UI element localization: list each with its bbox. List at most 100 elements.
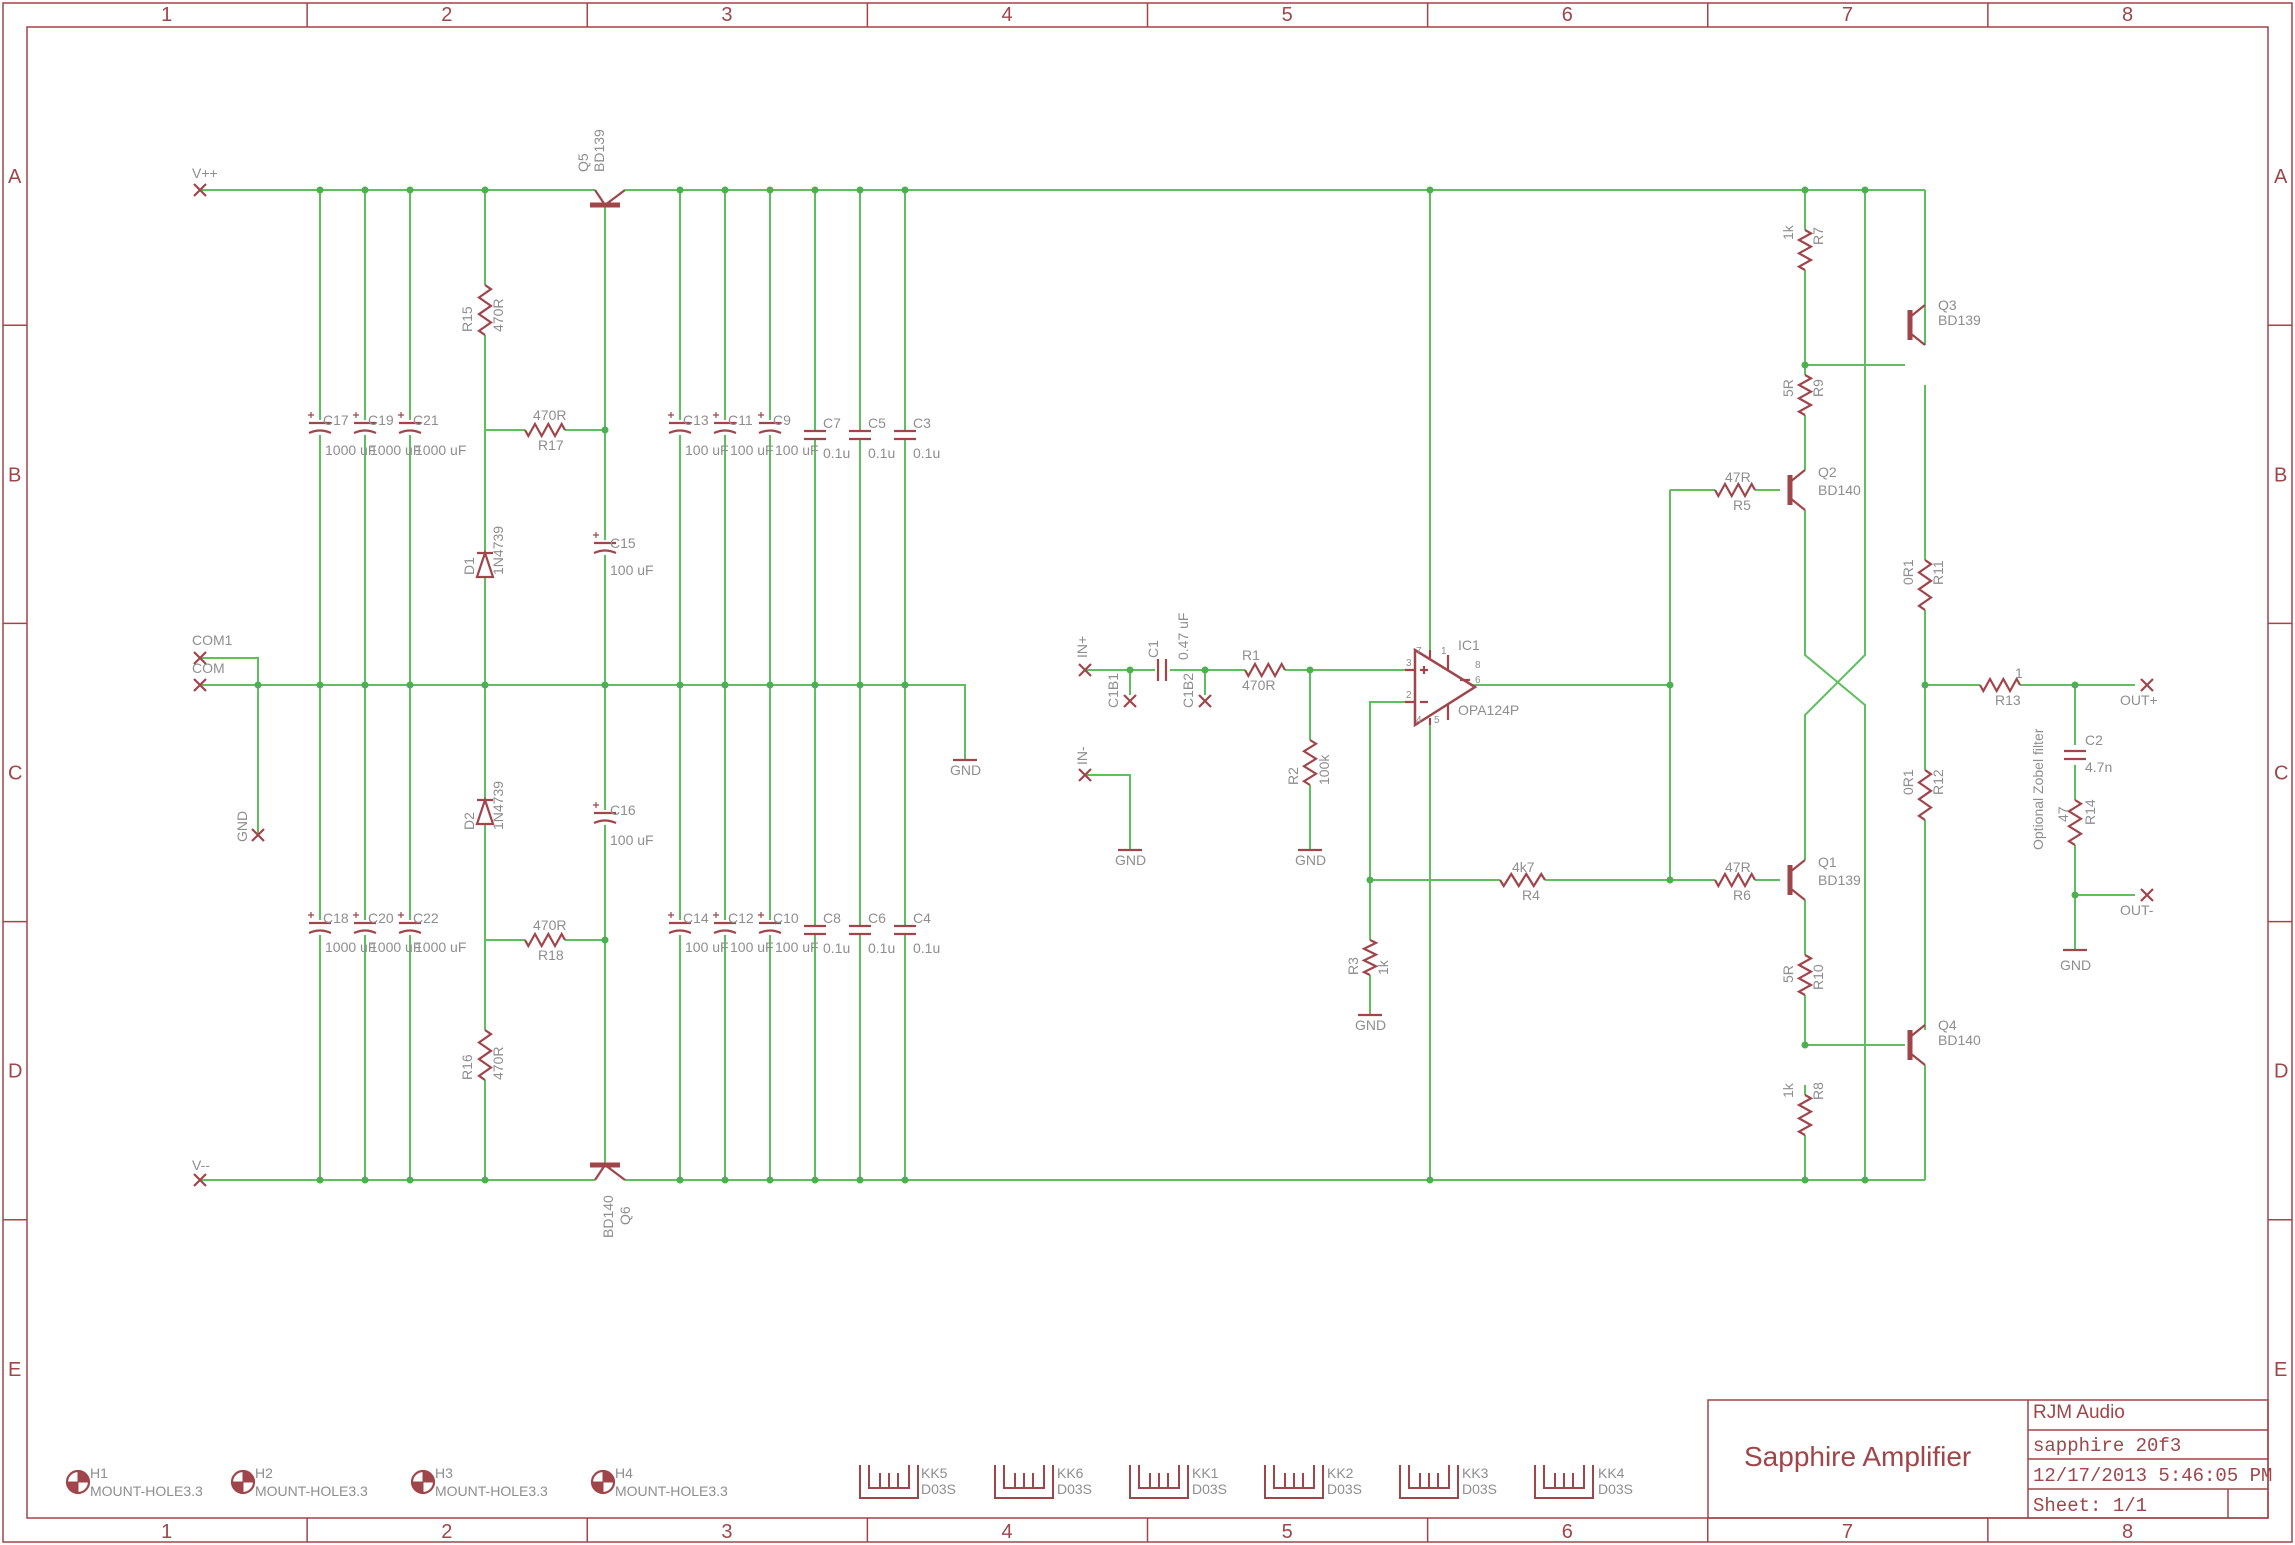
c22-name: C22 [413,910,439,926]
net-vmm: V-- [192,1157,210,1173]
h2-value: MOUNT-HOLE3.3 [255,1483,368,1499]
company-text: RJM Audio [2033,1402,2125,1423]
r18-value: 470R [533,917,566,933]
grid-col-label: 8 [2122,4,2133,26]
gnd-label-3: GND [1295,852,1326,868]
c13-value: 100 uF [685,442,729,458]
c4-name: C4 [913,910,931,926]
kk1-name: KK1 [1192,1465,1219,1481]
grid-col-label: 3 [721,4,732,26]
r6-name: R6 [1733,887,1751,903]
c22-value: 1000 uF [415,939,466,955]
kk6-name: KK6 [1057,1465,1084,1481]
c9-name: C9 [773,412,791,428]
r17-name: R17 [538,437,564,453]
c10-value: 100 uF [775,939,819,955]
c21-name: C21 [413,412,439,428]
r13-value: 1 [2015,665,2023,681]
grid-col-label: 3 [721,1521,732,1543]
capacitor-symbols [308,412,2086,936]
r13-name: R13 [1995,692,2021,708]
grid-col-label: 6 [1562,4,1573,26]
h3-value: MOUNT-HOLE3.3 [435,1483,548,1499]
c18-value: 1000 uF [325,939,376,955]
kk3-name: KK3 [1462,1465,1489,1481]
c6-value: 0.1u [868,940,895,956]
kk4-name: KK4 [1598,1465,1625,1481]
c17-value: 1000 uF [325,442,376,458]
wires [200,189,2135,1181]
grid-row-label: D [2274,1061,2288,1083]
c3-name: C3 [913,415,931,431]
r14-value: 47 [2055,806,2071,822]
c20-name: C20 [368,910,394,926]
c20-value: 1000 uF [370,939,421,955]
c8-name: C8 [823,910,841,926]
transistor-symbols [590,189,1926,1181]
c1-value: 0.47 uF [1175,613,1191,660]
grid-row-label: B [2274,464,2287,486]
c7-value: 0.1u [823,445,850,461]
ic1-pin-3: 3 [1406,658,1412,669]
grid-col-label: 4 [1001,1521,1012,1543]
r15-name: R15 [459,306,475,332]
r14-name: R14 [2082,799,2098,825]
grid-col-label: 7 [1842,1521,1853,1543]
ic1-pin-6: 6 [1475,675,1481,686]
c1b1-name: C1B1 [1105,673,1121,708]
q3-value: BD139 [1938,312,1981,328]
connector-markers [193,183,2154,1187]
r6-value: 47R [1725,859,1751,875]
gnd-label-2: GND [1115,852,1146,868]
kk4-value: D03S [1598,1481,1633,1497]
grid-row-label: E [8,1359,21,1381]
title-block: Sapphire Amplifier RJM Audio sapphire 20… [1707,1399,2272,1519]
grid-row-label: D [8,1061,22,1083]
gnd-label-4: GND [1355,1017,1386,1033]
r2-value: 100k [1316,754,1332,785]
c19-name: C19 [368,412,394,428]
q5-name: Q5 [575,153,591,172]
r16-name: R16 [459,1054,475,1080]
r1-name: R1 [1242,647,1260,663]
c14-value: 100 uF [685,939,729,955]
ic1-value: OPA124P [1458,702,1519,718]
grid-col-label: 6 [1562,1521,1573,1543]
c15-value: 100 uF [610,562,654,578]
r9-name: R9 [1810,379,1826,397]
r11-value: 0R1 [1900,559,1916,585]
net-gnd-x: GND [234,811,250,842]
grid-col-label: 5 [1282,4,1293,26]
opamp-symbol[interactable] [1405,647,1478,728]
d1-value: 1N4739 [490,526,506,575]
grid-row-label: A [8,166,22,188]
h4-name: H4 [615,1465,633,1481]
kk3-value: D03S [1462,1481,1497,1497]
r4-value: 4k7 [1512,859,1535,875]
c6-name: C6 [868,910,886,926]
r1-value: 470R [1242,677,1275,693]
c16-value: 100 uF [610,832,654,848]
grid-row-label: E [2274,1359,2287,1381]
ic1-pin-7: 7 [1416,646,1422,657]
q4-value: BD140 [1938,1032,1981,1048]
mounting-holes [65,1469,616,1495]
c4-value: 0.1u [913,940,940,956]
net-out-m: OUT- [2120,902,2154,918]
grid-row-label: B [8,464,21,486]
c11-value: 100 uF [730,442,774,458]
c1b2-name: C1B2 [1180,673,1196,708]
kk5-value: D03S [921,1481,956,1497]
c14-name: C14 [683,910,709,926]
net-vpp: V++ [192,165,218,181]
grid-col-label: 5 [1282,1521,1293,1543]
r18-name: R18 [538,947,564,963]
r4-name: R4 [1522,887,1540,903]
c5-value: 0.1u [868,445,895,461]
r8-name: R8 [1810,1082,1826,1100]
c13-name: C13 [683,412,709,428]
h1-value: MOUNT-HOLE3.3 [90,1483,203,1499]
d2-value: 1N4739 [490,781,506,830]
